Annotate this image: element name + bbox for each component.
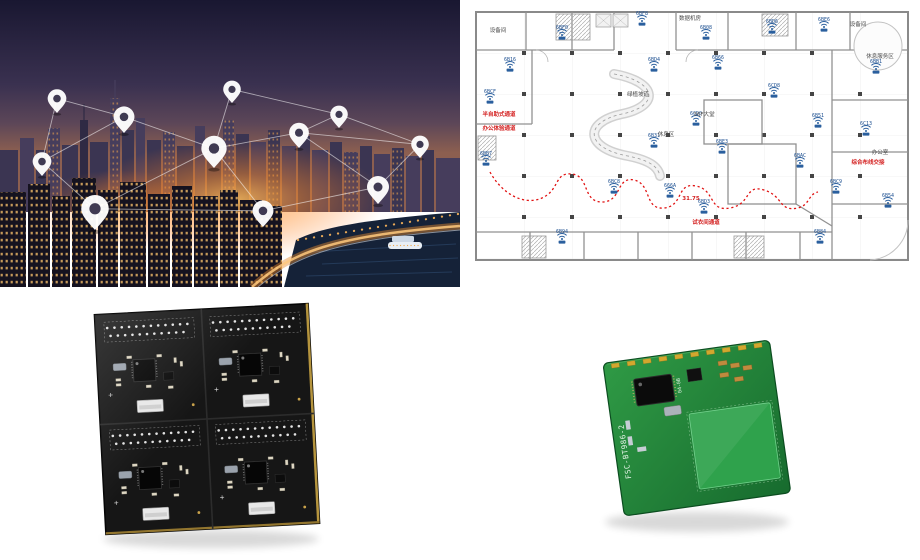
room-label: 绿植坡道 [627, 90, 650, 98]
beacon-label: 6BD4 [648, 57, 660, 63]
pcb-panel [93, 302, 321, 536]
pin-link [123, 116, 215, 149]
room-label: 办公室 [872, 148, 889, 156]
beacon-label: 6B16 [504, 57, 516, 63]
beacon: 6B08 [700, 25, 712, 41]
pin-link [56, 98, 125, 118]
beacon: 6BC9 [830, 179, 842, 195]
beacon-label: 6BAC [794, 153, 806, 159]
crystal [663, 405, 682, 417]
green-module-image[interactable]: FSC-BT986-2 04-0B [575, 315, 825, 550]
beacon: 6B84 [814, 229, 826, 245]
s-ramp [589, 69, 665, 181]
beacon: 6BB7 [480, 151, 492, 167]
beacon-label: 6BE6 [818, 17, 830, 23]
beacon-label: 6CD0 [690, 111, 702, 117]
beacon-label: 6B08 [700, 25, 712, 31]
beacon: 6BE6 [818, 17, 830, 33]
beacon-label: 6CD8 [768, 83, 780, 89]
antenna-patch [688, 402, 781, 490]
room-label: 设备间 [490, 26, 507, 34]
beacon-label: 6BCF [484, 89, 496, 95]
beacon-label: 6BD3 [698, 199, 710, 205]
pin-link [94, 208, 264, 212]
black-module-image[interactable] [75, 292, 345, 557]
pcb-board: FSC-BT986-2 04-0B [603, 340, 791, 516]
red-label: 办公体验通道 [482, 124, 516, 132]
beacon: 6BF8 [636, 11, 648, 27]
beacon: 6B54 [882, 193, 894, 209]
beacon-label: 6BE3 [716, 139, 728, 145]
pin-link [213, 132, 300, 149]
shadow [605, 512, 789, 532]
pin-link [213, 148, 264, 212]
beacon: 6BB1 [870, 59, 882, 75]
pin-link [231, 88, 340, 115]
light-trails [249, 212, 460, 287]
beacon: 6BCF [484, 89, 496, 105]
passives [717, 360, 753, 382]
room-label: 休息区 [658, 130, 675, 138]
beacon: 6BE3 [716, 139, 728, 155]
beacon: 6BF0 [556, 25, 568, 41]
beacon-label: 6B84 [814, 229, 826, 235]
beacon: 666A [664, 183, 676, 199]
black-pcb-graphic [93, 302, 321, 548]
beacon: 6BC8 [608, 179, 620, 195]
silkscreen-marking: 04-0B [676, 378, 684, 394]
beacon-layer: 6BCF 6B16 6BB7 6BF0 6BF8 6B08 6BD6 6BE6 6BB1 6BD4… [480, 11, 894, 245]
elevators [595, 13, 629, 28]
beacon: 6BD6 [766, 19, 778, 35]
pin-link [338, 113, 421, 145]
beacon: 6CD0 [690, 111, 702, 127]
city-network-image[interactable] [0, 0, 460, 287]
room-label: 36F大堂 [693, 110, 715, 118]
beacon-label: 6B31 [648, 133, 660, 139]
red-label: 试衣间通道 [692, 218, 720, 226]
beacon-label: 666A [664, 183, 676, 189]
city-graphic [0, 0, 460, 287]
beacon-label: 6BD6 [766, 19, 778, 25]
beacon: 6BD4 [648, 57, 660, 73]
beacon: 6BAC [794, 153, 806, 169]
red-label: 31.75 [682, 196, 700, 202]
columns [510, 40, 882, 230]
beacon-label: 6BB7 [480, 151, 492, 157]
beacon-label: 6BF0 [556, 25, 568, 31]
pin-link [298, 132, 379, 188]
floorplan-image[interactable]: 6BCF 6B16 6BB7 6BF0 6BF8 6B08 6BD6 6BE6 6BB1 6BD4… [466, 4, 918, 286]
beacon-label: 6B54 [882, 193, 894, 199]
green-pcb-graphic: FSC-BT986-2 04-0B [603, 340, 791, 532]
room-label: 设备间 [850, 20, 867, 28]
pin-link [298, 132, 421, 145]
pin-link [94, 148, 215, 210]
red-label: 半自助式通道 [482, 110, 516, 118]
beacon: 6CD8 [768, 83, 780, 99]
shadow [103, 530, 319, 548]
beacon-label: 6BF8 [636, 11, 648, 17]
boat [388, 236, 422, 249]
room-label: 数据机房 [679, 14, 702, 22]
beacon: 6B94 [556, 229, 568, 245]
beacon-label: 6BC9 [830, 179, 842, 185]
beacon: 6B31 [648, 133, 660, 149]
beacon-label: 6BB1 [870, 59, 882, 65]
beacon: 6B51 [812, 113, 824, 129]
beacon: 6B66 [712, 55, 724, 71]
red-label: 综合布线交接 [851, 158, 885, 166]
beacon-label: 6B94 [556, 229, 568, 235]
beacon-label: 6B51 [812, 113, 824, 119]
beacon: 6B16 [504, 57, 516, 73]
floorplan-graphic: 6BCF 6B16 6BB7 6BF0 6BF8 6B08 6BD6 6BE6 6BB1 6BD4… [466, 4, 918, 286]
beacon-label: 6B66 [712, 55, 724, 61]
pin-link [41, 116, 125, 162]
main-ic [633, 373, 676, 407]
room-label: 休息服务区 [866, 52, 894, 60]
pin-link [262, 186, 379, 212]
beacon-label: 6C13 [860, 121, 872, 127]
beacon: 6BD3 [698, 199, 710, 215]
beacon: 6C13 [860, 121, 872, 137]
castellated-pads [610, 342, 763, 369]
beacon-label: 6BC8 [608, 179, 620, 185]
